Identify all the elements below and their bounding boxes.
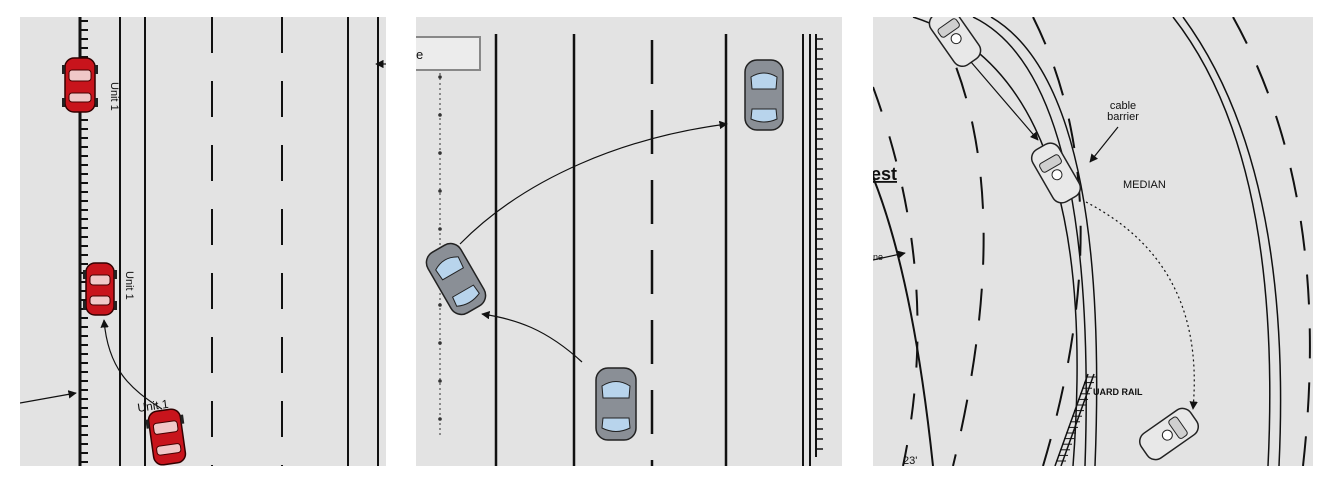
pointer-arrow — [20, 390, 77, 404]
curve-dashed-line — [1232, 17, 1311, 466]
white-car-icon — [1030, 142, 1082, 204]
guard-rail-label: UARD RAIL — [1093, 387, 1143, 397]
curve-dashed-line — [1032, 17, 1082, 466]
curve-dashed-line — [873, 86, 919, 466]
gray-car-icon — [425, 242, 487, 316]
red-car-icon — [62, 57, 98, 113]
unit-label: Unit 1 — [123, 271, 135, 300]
label-pointer-arrow — [1089, 126, 1119, 163]
travel-path-arrow — [481, 310, 583, 363]
panel-2-drawing: e — [416, 34, 823, 466]
travel-path-arrow — [100, 319, 163, 410]
cable-barrier-label: barrier — [1107, 111, 1139, 123]
cable-post-dots — [438, 75, 442, 421]
curve-lane-line — [1182, 17, 1282, 466]
panel-1-drawing: Unit 1 Unit 1 Unit 1 — [20, 17, 386, 466]
white-car-icon — [1138, 407, 1200, 461]
travel-path-arrow — [970, 61, 1039, 141]
panel-3-drawing: cable barrier MEDIAN UARD RAIL est ne 23… — [873, 17, 1311, 466]
crossover-path-arrow — [459, 120, 728, 245]
curve-lane-line — [1172, 17, 1271, 466]
diagram-panel-curve-median: cable barrier MEDIAN UARD RAIL est ne 23… — [873, 17, 1313, 466]
diagram-panel-lane-change: Unit 1 Unit 1 Unit 1 — [20, 17, 386, 466]
guardrail-tick-marks — [816, 38, 823, 450]
gray-car-icon — [744, 59, 784, 131]
diagram-panel-crossover: e — [416, 17, 842, 466]
direction-fragment-label: est — [873, 164, 897, 184]
unit-label: Unit 1 — [108, 82, 120, 111]
curve-lane-line — [873, 176, 934, 466]
white-car-icon — [928, 17, 982, 68]
pointer-arrow — [873, 250, 906, 261]
guard-rail-hatch — [1054, 373, 1096, 466]
trajectory-dotted-arrow — [1085, 201, 1198, 410]
side-fragment-label: ne — [873, 252, 883, 262]
gray-car-icon — [595, 367, 637, 441]
unit-label: Unit 1 — [136, 397, 169, 415]
cable-barrier-line — [990, 17, 1098, 466]
curve-dashed-line — [932, 17, 985, 466]
sign-box — [416, 36, 481, 71]
distance-label: 23' — [903, 455, 917, 466]
red-car-icon — [83, 262, 117, 316]
sign-fragment-text: e — [416, 47, 423, 62]
cable-barrier-label: cable — [1110, 100, 1136, 112]
curve-lane-line — [912, 17, 1078, 466]
median-label: MEDIAN — [1123, 179, 1166, 191]
red-car-icon — [145, 408, 187, 466]
